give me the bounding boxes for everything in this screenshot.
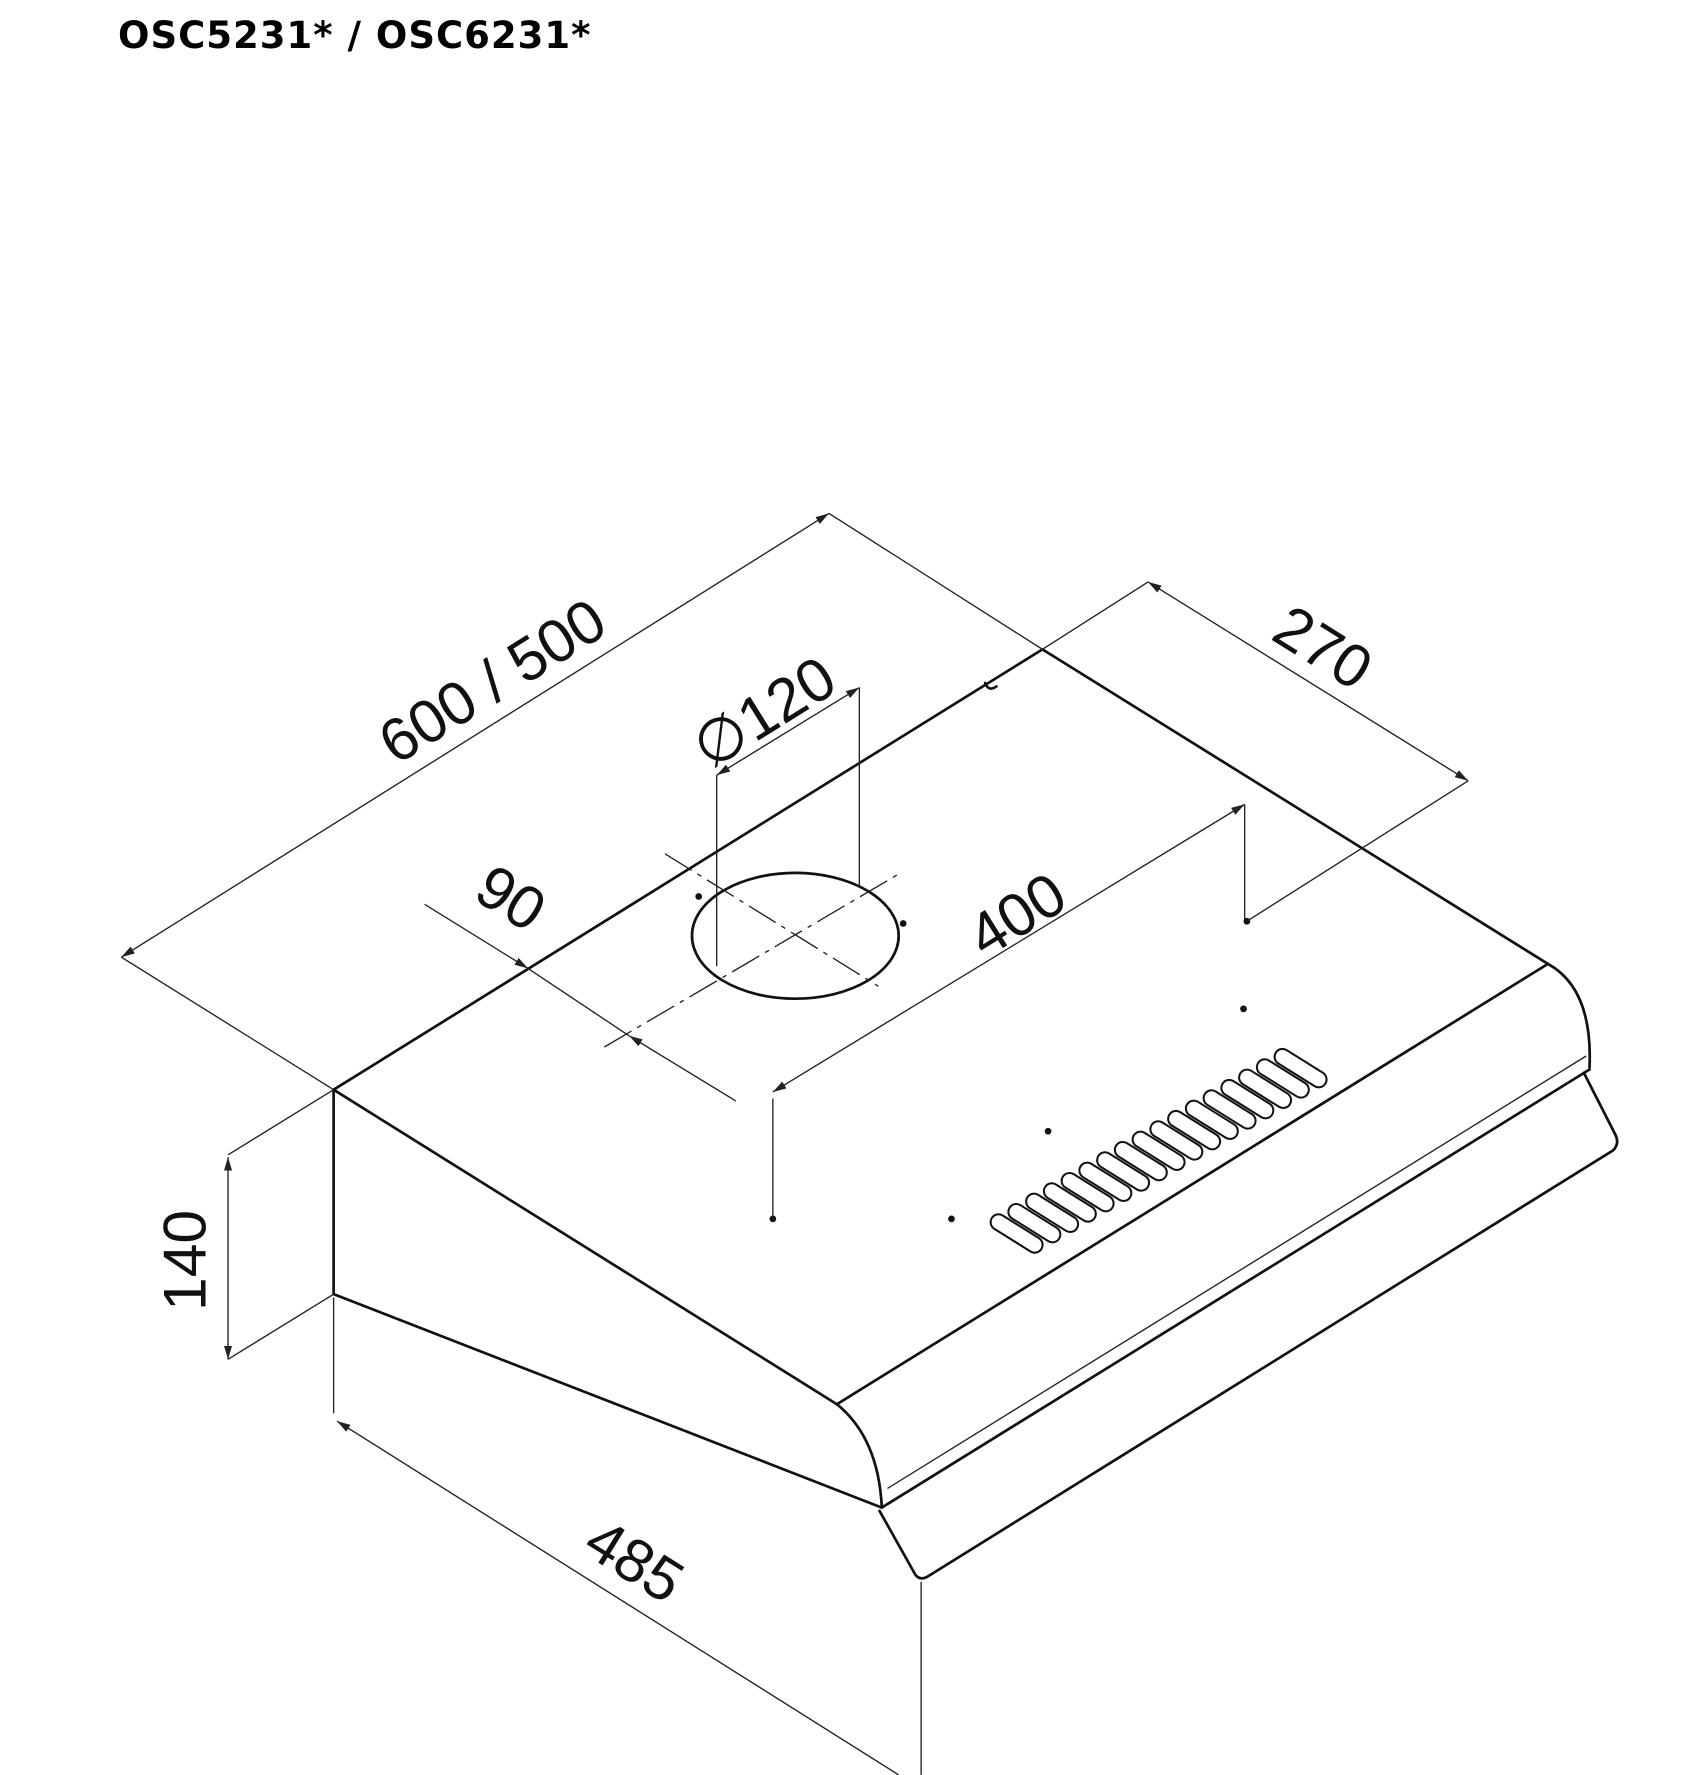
vent-slot xyxy=(1131,1130,1186,1171)
vent-slot xyxy=(1273,1047,1328,1089)
vent-slot xyxy=(1007,1202,1062,1244)
vent-slot xyxy=(1096,1151,1151,1192)
vent-slot xyxy=(1149,1120,1204,1161)
dim-depth-top: 270 xyxy=(1262,592,1384,703)
vent-slot xyxy=(1202,1089,1257,1130)
vent-slots xyxy=(989,1047,1328,1254)
vent-slot xyxy=(989,1213,1044,1254)
dimension-lines xyxy=(120,512,1469,1775)
vent-slot xyxy=(1113,1140,1168,1182)
dim-height: 140 xyxy=(151,1210,219,1311)
dim-width: 600 / 500 xyxy=(367,585,618,777)
vent-slot xyxy=(1025,1192,1080,1234)
vent-slot xyxy=(1042,1182,1097,1223)
vent-slot xyxy=(1184,1099,1239,1140)
vent-slot xyxy=(1078,1161,1133,1202)
vent-slot xyxy=(1060,1171,1115,1213)
hood-outline xyxy=(332,648,1619,1580)
dim-duct-offset: 90 xyxy=(464,851,557,944)
vent-slot xyxy=(1167,1109,1222,1151)
model-title: OSC5231* / OSC6231* xyxy=(118,14,592,57)
dim-mount-spacing: 400 xyxy=(956,859,1078,970)
dim-duct-diameter: ∅120 xyxy=(681,643,848,782)
vent-slot xyxy=(1255,1058,1310,1099)
dim-depth: 485 xyxy=(574,1505,696,1616)
duct-opening xyxy=(604,853,901,1048)
